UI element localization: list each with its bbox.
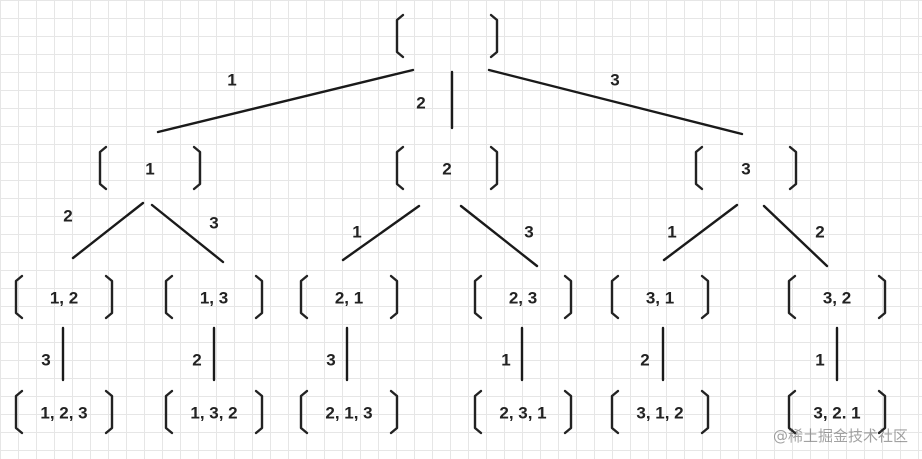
node-label: 1, 2 [50, 289, 78, 308]
left-bracket [299, 274, 309, 320]
left-bracket [473, 389, 483, 435]
edge-level1-3-to-level2-5 [662, 203, 739, 262]
left-bracket [164, 274, 174, 320]
node-label: 3, 1, 2 [636, 404, 683, 423]
node-label: 3, 2 [823, 289, 851, 308]
edge-label-level1-1-to-level2-2: 3 [209, 214, 218, 233]
node-level3-5: 3, 1, 2 [610, 389, 710, 435]
right-bracket [877, 389, 887, 435]
right-bracket [192, 145, 202, 191]
right-bracket [788, 145, 798, 191]
left-bracket [473, 274, 483, 320]
node-level2-4: 2, 3 [473, 274, 573, 320]
edge-label-root-2: 2 [416, 94, 425, 113]
edge-label-level1-1-to-level2-1: 2 [63, 207, 72, 226]
node-level3-1: 1, 2, 3 [14, 389, 114, 435]
left-bracket [787, 274, 797, 320]
node-label: 2, 1, 3 [325, 404, 372, 423]
edge-label-root-1: 1 [227, 71, 236, 90]
node-label: 3, 1 [646, 289, 674, 308]
node-level3-2: 1, 3, 2 [164, 389, 264, 435]
right-bracket [104, 389, 114, 435]
right-bracket [104, 274, 114, 320]
node-level2-6: 3, 2 [787, 274, 887, 320]
right-bracket [389, 274, 399, 320]
node-level2-2: 1, 3 [164, 274, 264, 320]
edge-label-level1-2-to-level2-3: 1 [352, 223, 361, 242]
left-bracket [395, 145, 405, 191]
edge-label-level2-4-to-level3-4: 1 [501, 351, 510, 370]
right-bracket [489, 13, 499, 59]
node-level1-3: 3 [694, 145, 798, 191]
node-label: 1 [145, 160, 154, 179]
left-bracket [14, 274, 24, 320]
right-bracket [489, 145, 499, 191]
edge-level1-2-to-level2-4 [459, 204, 539, 268]
right-bracket [389, 389, 399, 435]
left-bracket [694, 145, 704, 191]
watermark: @稀土掘金技术社区 [772, 427, 908, 445]
node-label: 3, 2. 1 [813, 404, 860, 423]
edge-root-3 [487, 68, 744, 136]
right-bracket [563, 389, 573, 435]
left-bracket [610, 274, 620, 320]
left-bracket [299, 389, 309, 435]
edge-label-level2-2-to-level3-2: 2 [192, 351, 201, 370]
edge-level1-3-to-level2-6 [762, 204, 829, 268]
right-bracket [700, 274, 710, 320]
left-bracket [610, 389, 620, 435]
edge-root-1 [156, 68, 415, 134]
edge-label-root-3: 3 [610, 71, 619, 90]
edge-level1-1-to-level2-2 [150, 203, 225, 264]
node-level3-3: 2, 1, 3 [299, 389, 399, 435]
node-root [395, 13, 499, 59]
right-bracket [563, 274, 573, 320]
node-label: 1, 3, 2 [190, 404, 237, 423]
left-bracket [164, 389, 174, 435]
node-level2-3: 2, 1 [299, 274, 399, 320]
edge-level1-2-to-level2-3 [341, 204, 421, 262]
left-bracket [787, 389, 797, 435]
edge-label-level1-3-to-level2-6: 2 [815, 223, 824, 242]
node-level3-6: 3, 2. 1 [787, 389, 887, 435]
node-label: 1, 3 [200, 289, 228, 308]
right-bracket [254, 274, 264, 320]
node-label: 2 [442, 160, 451, 179]
node-level2-1: 1, 2 [14, 274, 114, 320]
left-bracket [14, 389, 24, 435]
node-label: 3 [741, 160, 750, 179]
edge-label-level2-5-to-level3-5: 2 [640, 351, 649, 370]
right-bracket [877, 274, 887, 320]
right-bracket [254, 389, 264, 435]
edge-label-level2-6-to-level3-6: 1 [815, 351, 824, 370]
edge-label-level2-3-to-level3-3: 3 [326, 351, 335, 370]
edge-level1-1-to-level2-1 [71, 201, 145, 260]
node-label: 2, 3 [509, 289, 537, 308]
node-level1-1: 1 [98, 145, 202, 191]
left-bracket [98, 145, 108, 191]
edge-label-level2-1-to-level3-1: 3 [41, 351, 50, 370]
right-bracket [700, 389, 710, 435]
node-label: 1, 2, 3 [40, 404, 87, 423]
left-bracket [395, 13, 405, 59]
node-level2-5: 3, 1 [610, 274, 710, 320]
edge-label-level1-3-to-level2-5: 1 [667, 223, 676, 242]
node-level3-4: 2, 3, 1 [473, 389, 573, 435]
node-label: 2, 1 [335, 289, 363, 308]
edge-label-level1-2-to-level2-4: 3 [524, 223, 533, 242]
node-label: 2, 3, 1 [499, 404, 546, 423]
node-level1-2: 2 [395, 145, 499, 191]
